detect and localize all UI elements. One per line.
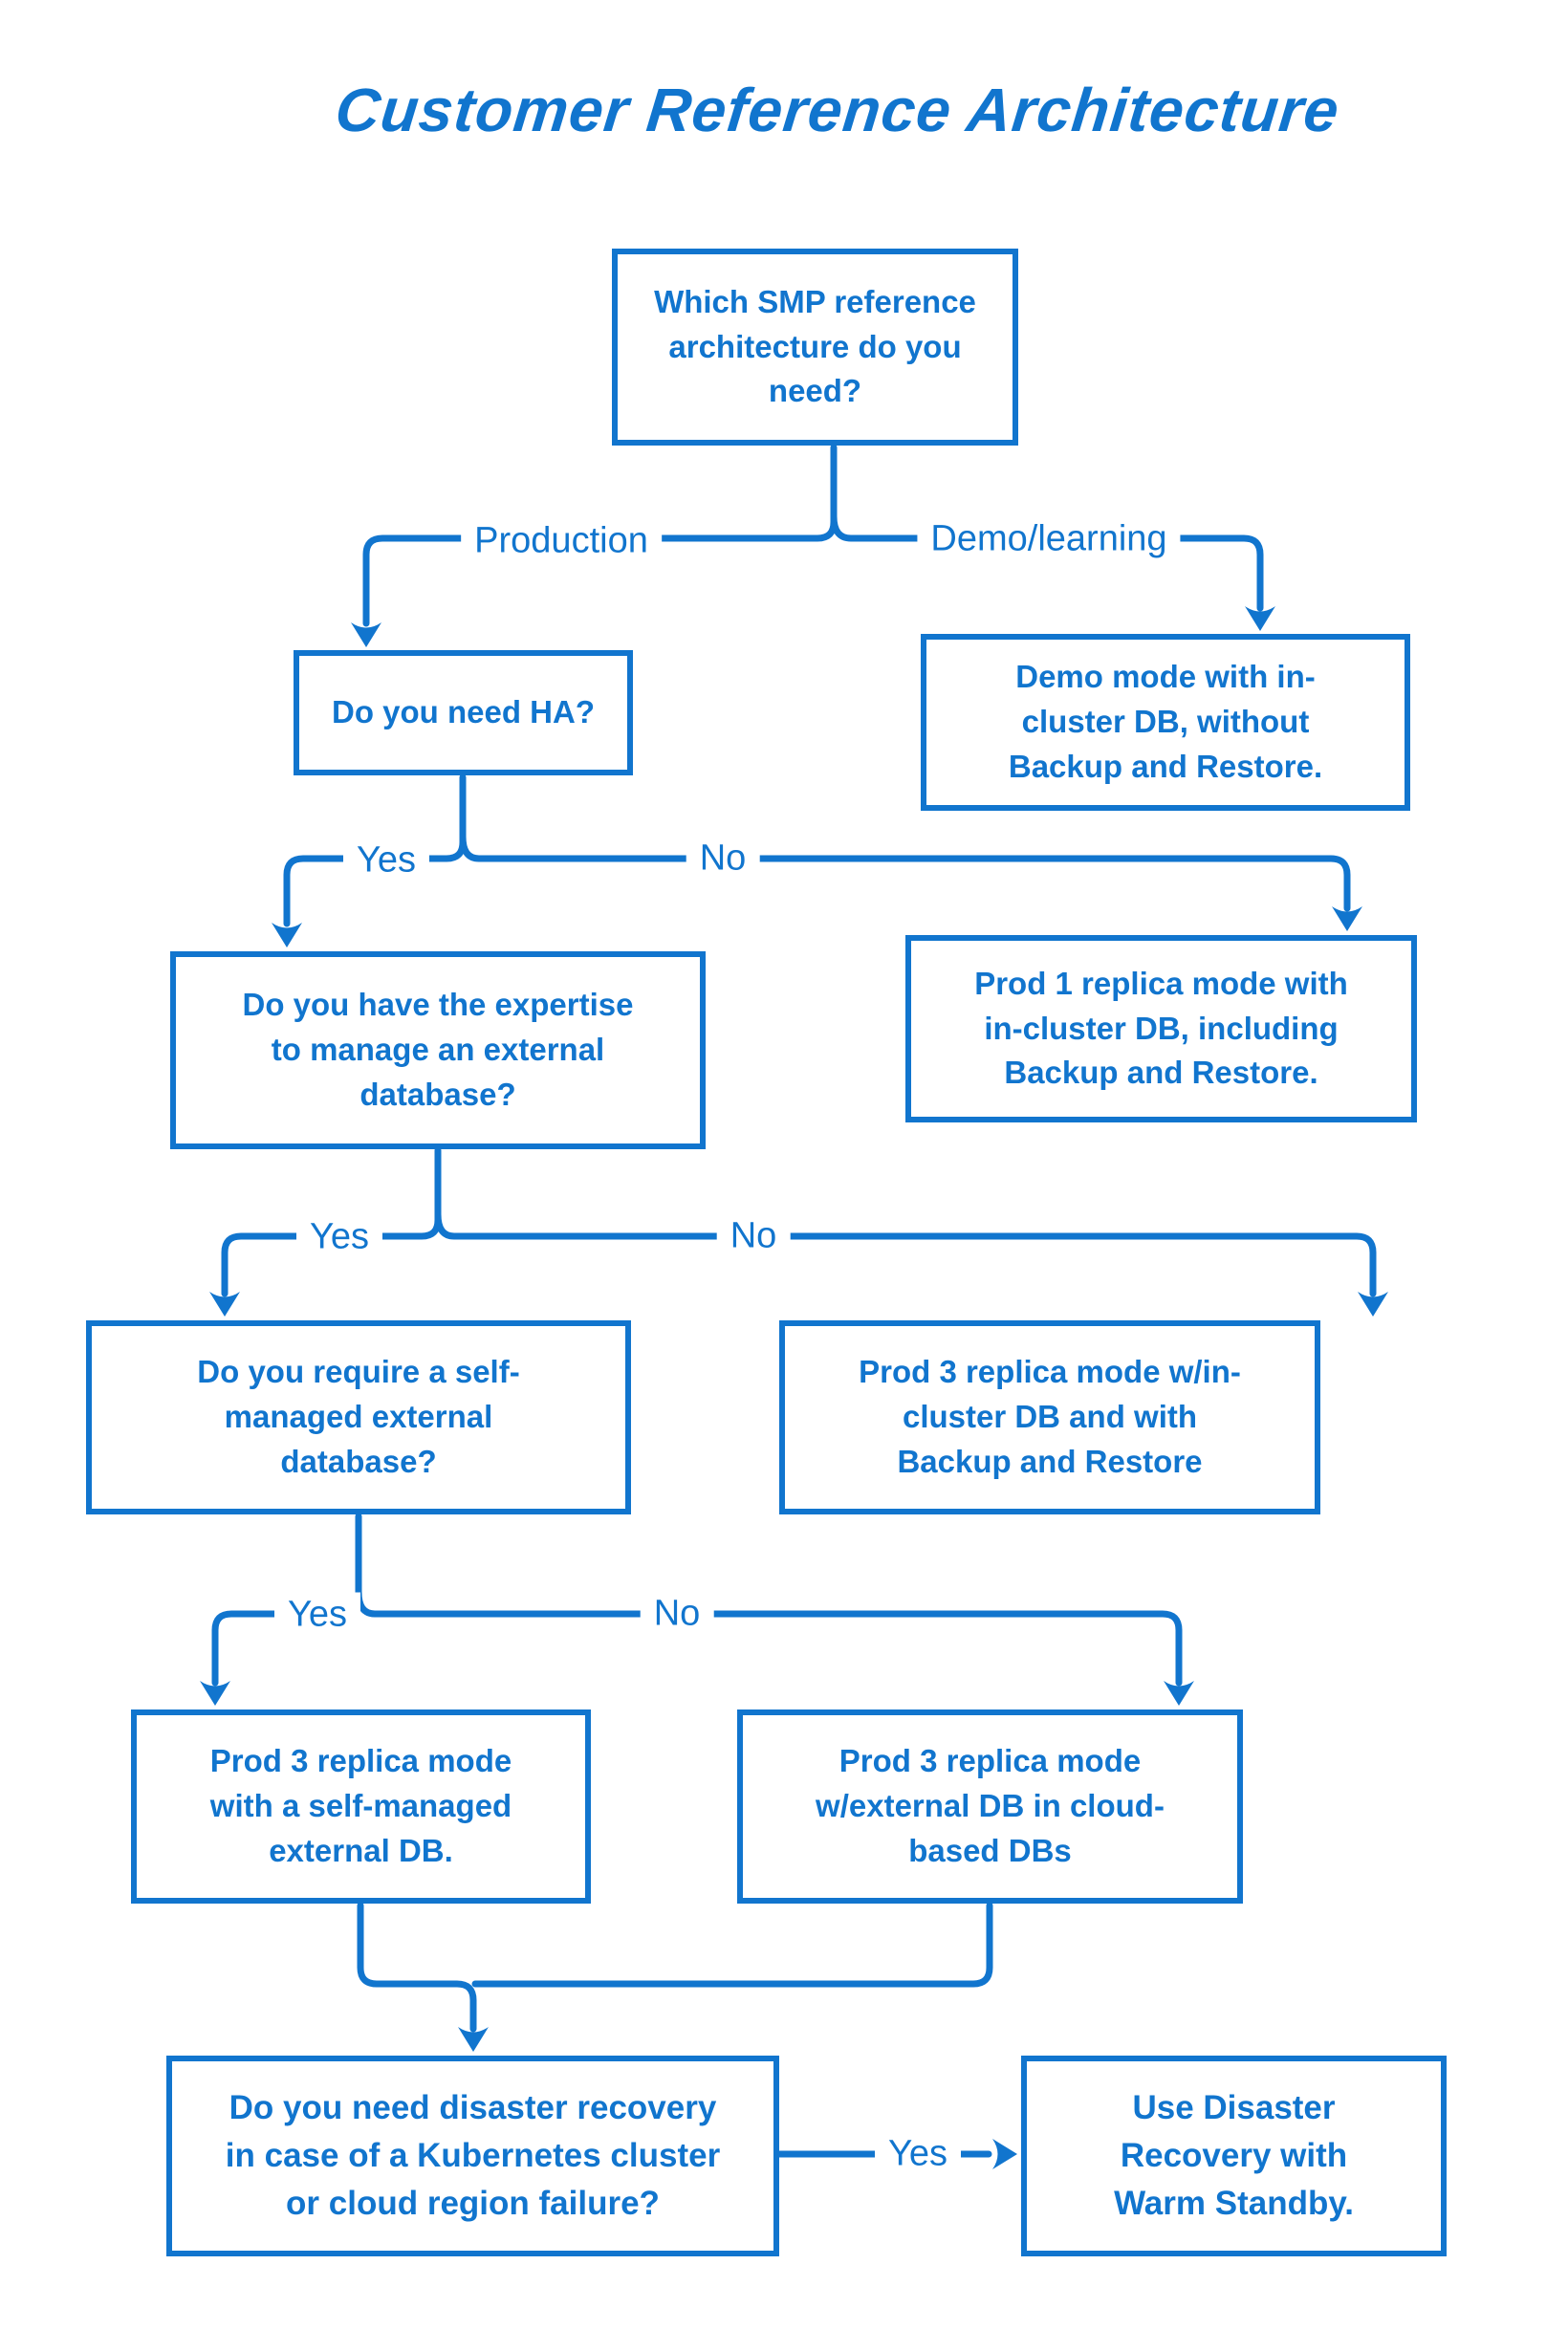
node-question-expertise: Do you have the expertise to manage an e…	[170, 951, 706, 1149]
connector-converge-left	[357, 1902, 477, 2033]
edge-label-production: Production	[461, 518, 662, 564]
node-result-prod3-incluster: Prod 3 replica mode w/in- cluster DB and…	[779, 1320, 1320, 1514]
arrowhead-to-dr	[458, 2027, 489, 2052]
edge-label-ha-no: No	[686, 836, 760, 882]
arrowhead-to-demo	[1245, 606, 1275, 631]
edge-label-expertise-yes: Yes	[296, 1214, 382, 1260]
connector-self-managed-no	[355, 1588, 1183, 1687]
node-result-prod3-self-managed: Prod 3 replica mode with a self-managed …	[131, 1709, 591, 1904]
node-result-demo-mode: Demo mode with in- cluster DB, without B…	[921, 634, 1410, 811]
connector-converge-right	[471, 1902, 993, 1988]
page-title: Customer Reference Architecture	[332, 76, 1343, 144]
connector-ha-no	[459, 833, 1351, 912]
connector-demo-learning	[830, 512, 1264, 612]
edge-label-ha-yes: Yes	[343, 838, 429, 883]
arrowhead-to-ha	[351, 622, 381, 647]
node-question-which-architecture: Which SMP reference architecture do you …	[612, 249, 1018, 446]
edge-label-self-managed-yes: Yes	[274, 1592, 360, 1638]
node-question-need-ha: Do you need HA?	[294, 650, 633, 775]
arrowhead-to-prod3-self	[200, 1681, 230, 1706]
arrowhead-to-warm-standby	[992, 2139, 1017, 2169]
arrowhead-to-prod3-cloud	[1164, 1681, 1194, 1706]
edge-label-self-managed-no: No	[640, 1591, 714, 1637]
arrowhead-to-prod1	[1332, 906, 1362, 931]
node-question-disaster-recovery: Do you need disaster recovery in case of…	[166, 2056, 779, 2256]
arrowhead-to-self-managed	[209, 1292, 240, 1317]
edge-label-expertise-no: No	[716, 1213, 791, 1259]
edge-label-dr-yes: Yes	[875, 2131, 961, 2177]
node-question-self-managed-db: Do you require a self- managed external …	[86, 1320, 631, 1514]
node-result-prod1-replica: Prod 1 replica mode with in-cluster DB, …	[905, 935, 1417, 1122]
edge-label-demo-learning: Demo/learning	[917, 516, 1181, 562]
arrowhead-to-expertise	[272, 923, 302, 947]
node-result-prod3-cloud-db: Prod 3 replica mode w/external DB in clo…	[737, 1709, 1243, 1904]
node-result-warm-standby: Use Disaster Recovery with Warm Standby.	[1021, 2056, 1447, 2256]
connector-expertise-no	[434, 1210, 1377, 1297]
arrowhead-to-prod3-incluster	[1358, 1292, 1388, 1317]
